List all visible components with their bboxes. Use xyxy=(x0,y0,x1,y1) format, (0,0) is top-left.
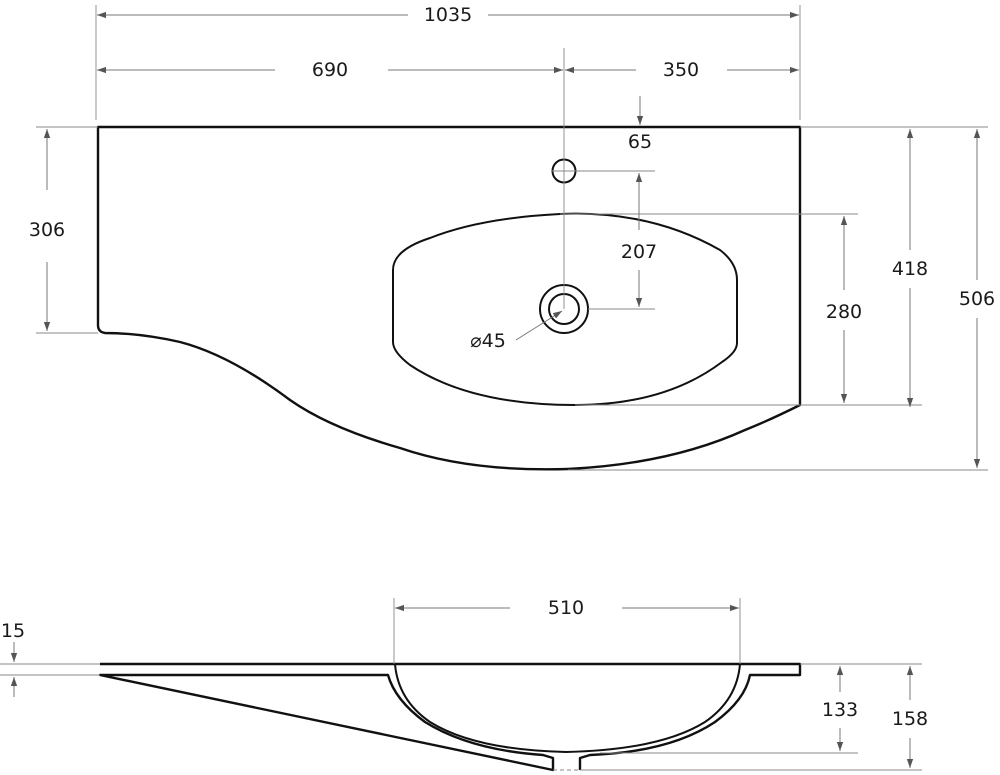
dim-label-tap-hole-offset: 65 xyxy=(628,131,652,153)
dim-label-right-part: 350 xyxy=(663,59,699,81)
dim-label-bowl-depth: 280 xyxy=(826,301,862,323)
dim-label-max-depth: 506 xyxy=(959,288,995,310)
dim-label-tap-to-drain: 207 xyxy=(621,241,657,263)
side-bowl-inner-wall xyxy=(394,663,741,754)
countertop-outline xyxy=(96,125,802,471)
dim-label-drain-diameter: ⌀45 xyxy=(470,330,506,352)
side-profile-outline xyxy=(98,662,802,772)
dim-label-bowl-width: 510 xyxy=(548,597,584,619)
basin-bowl-outline xyxy=(392,212,738,407)
dim-label-mid-depth: 418 xyxy=(892,258,928,280)
dim-label-bowl-height: 133 xyxy=(822,699,858,721)
dim-leader-drain xyxy=(515,310,563,341)
dim-label-overall-width: 1035 xyxy=(424,4,472,26)
side-view: 510 15 133 158 xyxy=(0,597,928,772)
dim-label-slab-thickness: 15 xyxy=(1,620,25,642)
dim-label-total-height: 158 xyxy=(892,708,928,730)
dim-label-left-part: 690 xyxy=(312,59,348,81)
dim-label-left-depth: 306 xyxy=(29,219,65,241)
top-view: 1035 690 350 65 306 207 280 418 506 xyxy=(29,4,995,471)
